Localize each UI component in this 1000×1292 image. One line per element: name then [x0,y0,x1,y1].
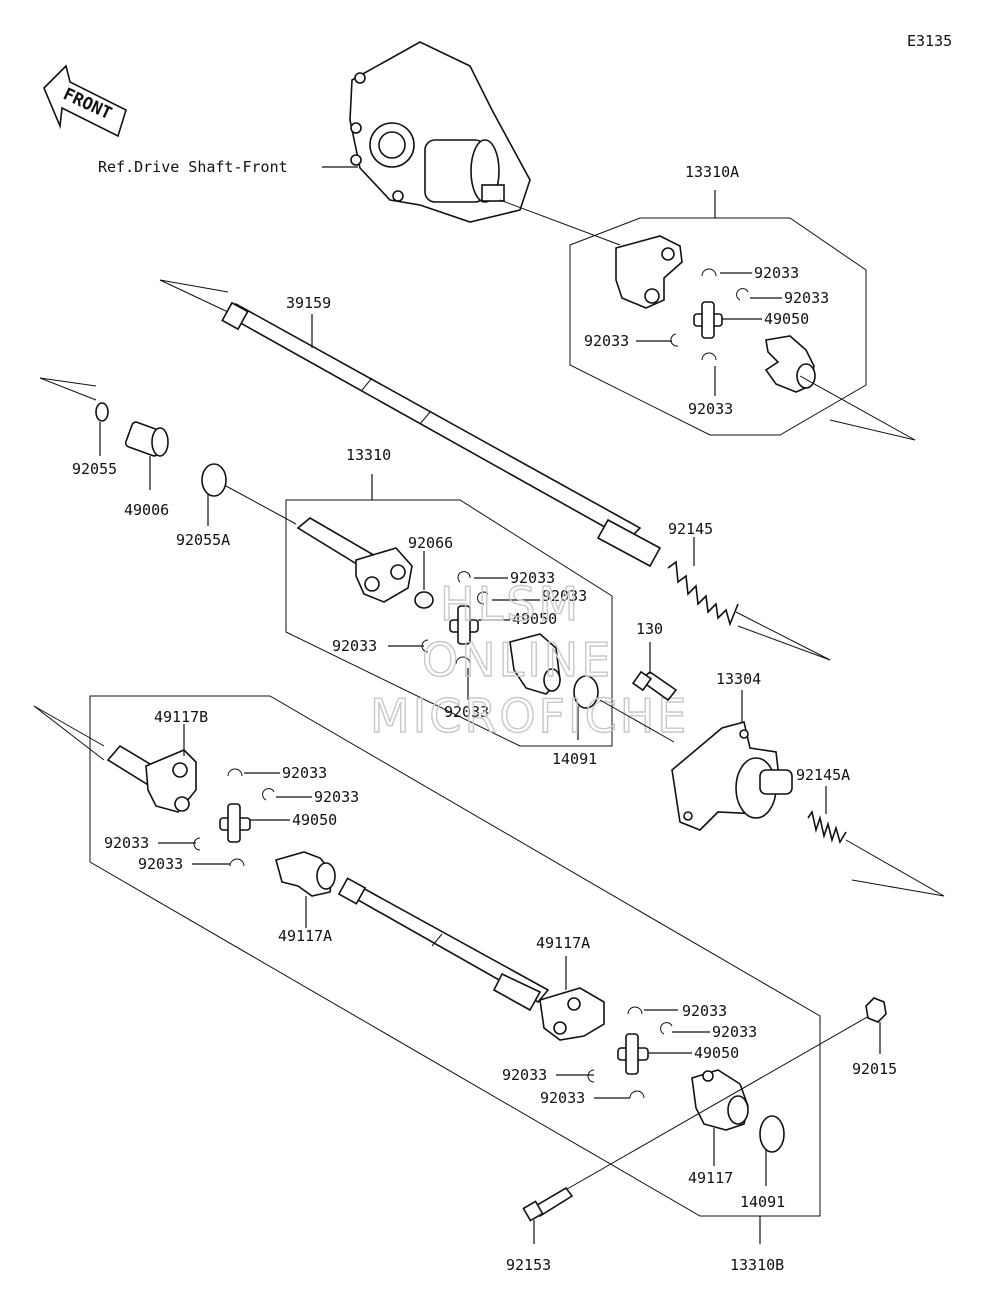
label-49050: 49050 [694,1044,739,1062]
label-92055: 92055 [72,460,117,478]
washer-icon [414,591,434,609]
o-ring-icon [95,402,109,422]
yoke-icon [764,335,816,393]
group-13310-outline [285,499,613,747]
sliding-yoke-icon [296,517,413,603]
label-92033: 92033 [510,569,555,587]
label-13310A: 13310A [685,163,739,181]
label-92033: 92033 [682,1002,727,1020]
label-39159: 39159 [286,294,331,312]
label-92033: 92033 [104,834,149,852]
label-49050: 49050 [764,310,809,328]
spring-icon [807,809,847,844]
cross-joint-icon [693,301,723,339]
watermark-line: MICROFICHE [370,689,689,743]
label-49050: 49050 [512,610,557,628]
label-92033: 92033 [282,764,327,782]
cross-joint-icon [219,803,251,843]
label-92033: 92033 [540,1089,585,1107]
label-49117A: 49117A [278,927,332,945]
label-49117B: 49117B [154,708,208,726]
label-92033: 92033 [138,855,183,873]
label-92033: 92033 [754,264,799,282]
label-92033: 92033 [784,289,829,307]
yoke-icon [691,1069,749,1131]
watermark-line: ONLINE [422,633,613,687]
front-direction-arrow-icon: FRONT [43,64,127,138]
spring-icon [667,560,739,627]
label-92145: 92145 [668,520,713,538]
label-13304: 13304 [716,670,761,688]
label-92033: 92033 [712,1023,757,1041]
propeller-shaft-icon [221,301,662,568]
label-92033: 92033 [332,637,377,655]
label-92015: 92015 [852,1060,897,1078]
yoke-icon [615,235,683,309]
label-13310: 13310 [346,446,391,464]
label-92033: 92033 [542,587,587,605]
bolt-icon [631,670,678,702]
sliding-yoke-icon [106,744,197,813]
cross-joint-icon [617,1033,649,1075]
label-13310B: 13310B [730,1256,784,1274]
label-49117: 49117 [688,1169,733,1187]
nut-icon [865,997,887,1023]
label-92055A: 92055A [176,531,230,549]
label-92153: 92153 [506,1256,551,1274]
watermark-line: HLSM [440,577,581,631]
diagram-code: E3135 [907,32,952,50]
label-14091: 14091 [740,1193,785,1211]
washer-icon [759,1115,785,1153]
label-92033: 92033 [584,332,629,350]
label-92066: 92066 [408,534,453,552]
yoke-icon [275,851,336,897]
watermark: HLSM ONLINE MICROFICHE [369,576,689,743]
label-92033: 92033 [444,703,489,721]
group-13310B-outline [89,695,821,1217]
label-49050: 49050 [292,811,337,829]
label-92033: 92033 [688,400,733,418]
group-13310A-outline [569,217,867,436]
o-ring-icon [201,463,227,497]
bushing-icon [124,421,169,457]
label-49117A: 49117A [536,934,590,952]
yoke-icon [539,987,605,1041]
yoke-icon [509,633,561,695]
bearing-housing-icon [671,721,793,831]
reference-note: Ref.Drive Shaft-Front [98,158,288,176]
cross-joint-icon [449,605,479,645]
label-130: 130 [636,620,663,638]
label-92033: 92033 [502,1066,547,1084]
bolt-icon [522,1186,574,1222]
label-92145A: 92145A [796,766,850,784]
washer-icon [573,675,599,709]
final-gear-case-icon [349,41,531,223]
label-14091: 14091 [552,750,597,768]
label-49006: 49006 [124,501,169,519]
drive-shaft-icon [337,877,550,1012]
label-92033: 92033 [314,788,359,806]
